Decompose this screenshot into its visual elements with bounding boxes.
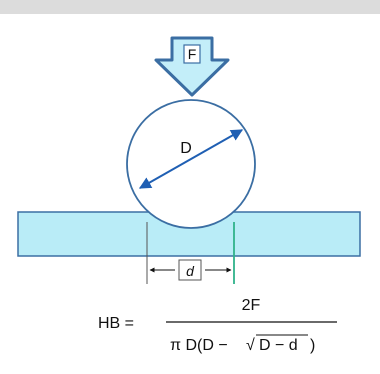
force-label: F (188, 46, 197, 62)
formula-sqrt-symbol: √ (246, 337, 255, 354)
formula-lhs: HB = (98, 315, 134, 332)
diameter-label: D (180, 140, 192, 157)
formula-denominator-prefix: π D(D − (170, 337, 228, 354)
brinell-formula: HB = 2F π D(D − √ D − d ) (98, 297, 337, 354)
top-bar (0, 0, 380, 14)
indent-label-box (178, 259, 202, 281)
force-label-box (183, 44, 201, 64)
formula-sqrt-content: D − d (259, 337, 298, 354)
force-arrow: F (154, 36, 230, 97)
formula-denominator-suffix: ) (310, 337, 315, 354)
ball-indenter (126, 99, 256, 229)
formula-numerator: 2F (242, 297, 261, 314)
diameter-arrow (138, 129, 244, 189)
indent-label: d (186, 263, 195, 279)
